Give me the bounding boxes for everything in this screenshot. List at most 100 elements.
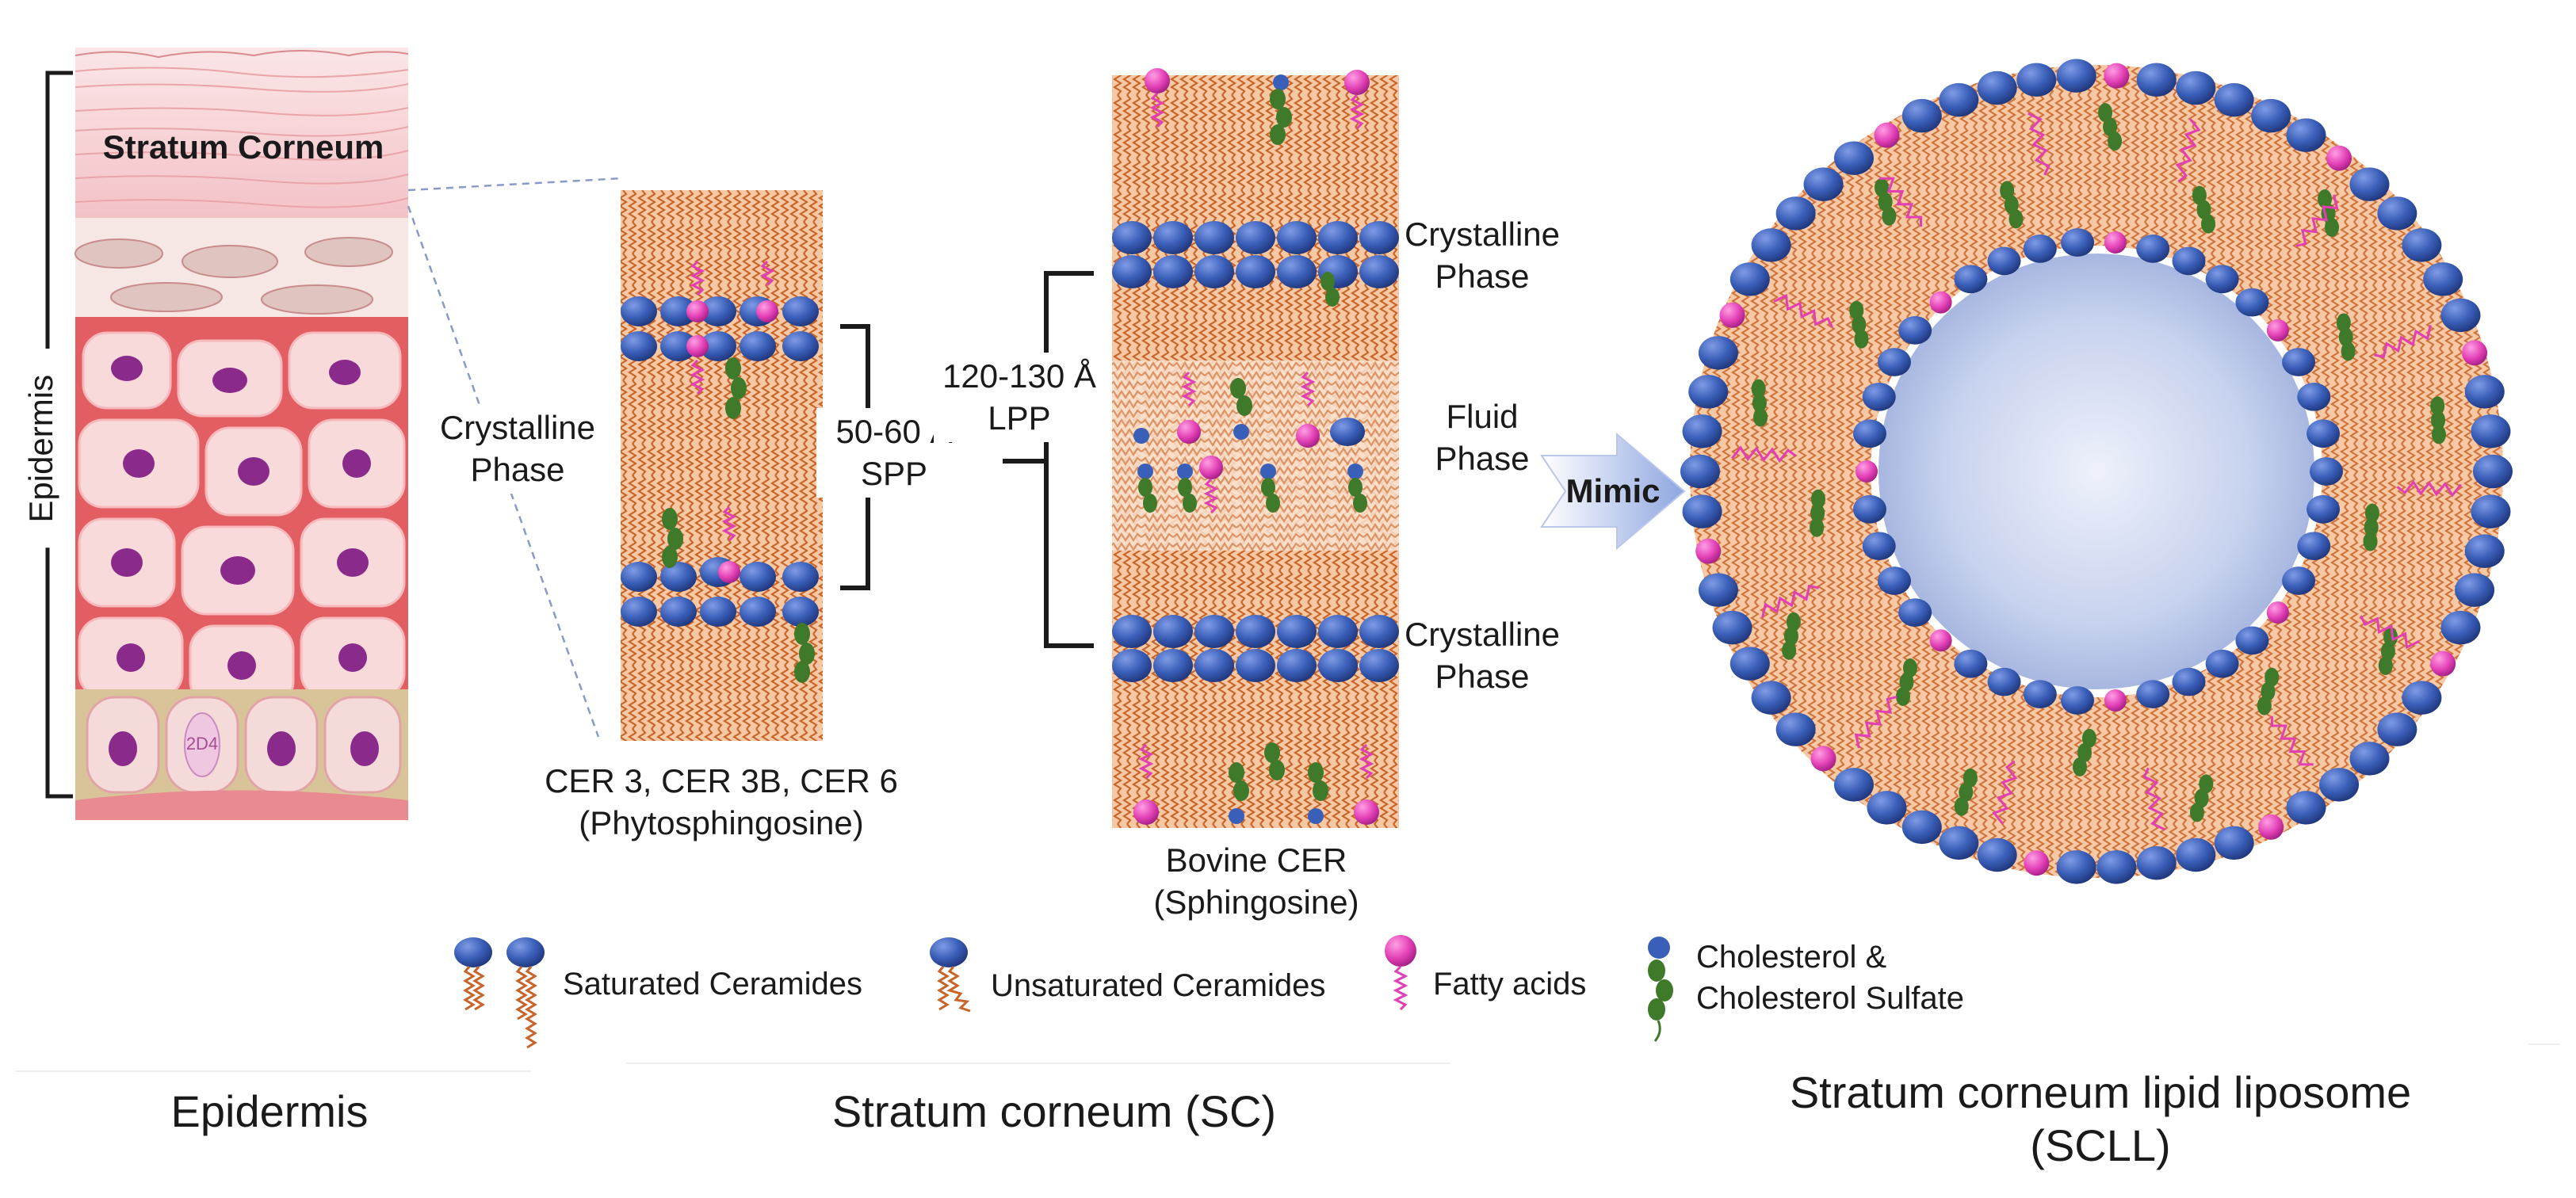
fatty-acid-head xyxy=(2024,850,2050,876)
ceramide-head xyxy=(1987,246,2021,276)
fatty-acid-head xyxy=(2326,145,2352,171)
epidermis-illustration xyxy=(22,48,623,820)
ceramide-head xyxy=(2056,850,2096,884)
cholesterol-unit xyxy=(1895,687,1910,707)
ceramide-head xyxy=(2307,419,2341,448)
ceramide-head xyxy=(2440,298,2481,333)
ceramide-head xyxy=(1751,681,1791,715)
cholesterol-unit xyxy=(2008,209,2024,229)
cholesterol-unit xyxy=(1751,379,1766,399)
ceramide-head xyxy=(2282,348,2316,376)
liposome-cholesterol xyxy=(1731,103,2462,831)
ceramide-head xyxy=(1712,610,1752,645)
fatty-acid-head xyxy=(2104,231,2127,254)
spp-spacing-type: SPP xyxy=(860,454,928,492)
cholesterol-unit xyxy=(2364,503,2379,523)
ceramide-head xyxy=(2377,196,2417,231)
fatty-acid-head xyxy=(2104,689,2127,712)
fatty-acid-head xyxy=(1719,302,1745,328)
fatty-acid-tail xyxy=(1773,293,1833,328)
ceramide-head xyxy=(2464,375,2505,409)
legend-cholesterol-label: Cholesterol & Cholesterol Sulfate xyxy=(1696,937,1964,1019)
cholesterol-unit xyxy=(2431,425,2446,444)
cholesterol-unit xyxy=(2103,117,2118,137)
ceramide-head xyxy=(1898,316,1932,345)
cholesterol-unit xyxy=(1783,626,1798,646)
mimic-arrow xyxy=(1540,432,1686,551)
ceramide-head xyxy=(2136,63,2177,97)
ceramide-head xyxy=(1898,598,1932,627)
fatty-acid-head xyxy=(1929,291,1952,314)
fatty-acid-tail xyxy=(2396,479,2462,498)
cholesterol-unit xyxy=(2189,803,2204,822)
cholesterol-unit xyxy=(2431,410,2446,430)
fatty-acid-head xyxy=(1695,538,1722,564)
lpp-bottom-phase-label: Crystalline Phase xyxy=(1404,616,1561,695)
ceramide-head xyxy=(2251,98,2291,133)
ceramide-head xyxy=(1954,649,1988,678)
fatty-acid-tail xyxy=(1879,177,1923,227)
ceramide-head xyxy=(1977,837,2017,872)
saturated-ceramide-icon xyxy=(454,937,545,1049)
fatty-acid-head xyxy=(2104,63,2130,89)
cholesterol-unit xyxy=(1849,300,1864,320)
cholesterol-unit xyxy=(2201,214,2216,234)
stratum-corneum-label: Stratum Corneum xyxy=(102,128,384,166)
ceramide-head xyxy=(2136,680,2170,708)
cholesterol-unit xyxy=(2338,327,2353,347)
spp-caption-base: (Phytosphingosine) xyxy=(579,803,864,841)
ceramide-head xyxy=(2214,826,2254,860)
cholesterol-unit xyxy=(2081,728,2096,748)
lpp-top-phase-label: Crystalline Phase xyxy=(1404,216,1561,295)
fatty-acid-head xyxy=(1874,122,1900,148)
fatty-acid-head xyxy=(1810,746,1836,772)
ceramide-head xyxy=(2205,265,2239,294)
ceramide-head xyxy=(2061,686,2095,715)
inner-lipid-heads xyxy=(1852,228,2343,715)
cholesterol-unit xyxy=(1874,177,1889,197)
ceramide-head xyxy=(2172,246,2206,276)
fatty-acid-head xyxy=(2462,340,2488,366)
ceramide-head xyxy=(1751,228,1791,262)
fatty-acid-head xyxy=(2266,319,2289,341)
ceramide-head xyxy=(2096,850,2137,884)
fatty-acid-tail xyxy=(2270,715,2314,766)
ceramide-head xyxy=(2310,457,2343,486)
cholesterol-unit xyxy=(2108,132,2123,151)
fatty-acid-head xyxy=(2430,651,2456,677)
ceramide-head xyxy=(1977,71,2017,105)
fatty-acid-tail xyxy=(2028,112,2050,176)
ceramide-head xyxy=(2349,742,2390,776)
ceramide-head xyxy=(1862,532,1896,561)
fatty-acid-tail xyxy=(2142,767,2165,831)
legend-fatty-acids-label: Fatty acids xyxy=(1433,967,1587,1002)
cholesterol-unit xyxy=(1852,315,1867,334)
ceramide-head xyxy=(1862,382,1896,411)
cholesterol-unit xyxy=(2072,757,2087,776)
ceramide-head xyxy=(2286,118,2326,152)
ceramide-head xyxy=(1698,573,1738,607)
ceramide-head xyxy=(2136,235,2170,263)
ceramide-head xyxy=(1682,414,1722,448)
fatty-acid-tail xyxy=(2295,194,2339,247)
ceramide-head xyxy=(2176,837,2216,872)
ceramide-head xyxy=(2377,712,2417,746)
ceramide-head xyxy=(1833,768,1874,802)
fatty-acid-tail xyxy=(2374,325,2432,359)
ceramide-head xyxy=(1680,454,1720,489)
ceramide-head xyxy=(1775,712,1816,746)
cholesterol-unit xyxy=(1810,503,1825,523)
cholesterol-unit xyxy=(1882,206,1897,226)
cholesterol-unit xyxy=(2325,217,2340,237)
fatty-acid-head xyxy=(1929,629,1952,652)
cholesterol-unit xyxy=(1753,407,1768,427)
cholesterol-unit xyxy=(2194,788,2209,808)
cholesterol-unit xyxy=(1878,192,1893,212)
spp-membrane xyxy=(621,190,870,741)
ceramide-head xyxy=(2136,845,2177,880)
fatty-acid-head xyxy=(2266,601,2289,624)
cholesterol-unit xyxy=(1963,768,1978,788)
legend-saturated-label: Saturated Ceramides xyxy=(563,967,862,1002)
ceramide-head xyxy=(1729,262,1770,296)
legend-icons xyxy=(454,935,1673,1049)
